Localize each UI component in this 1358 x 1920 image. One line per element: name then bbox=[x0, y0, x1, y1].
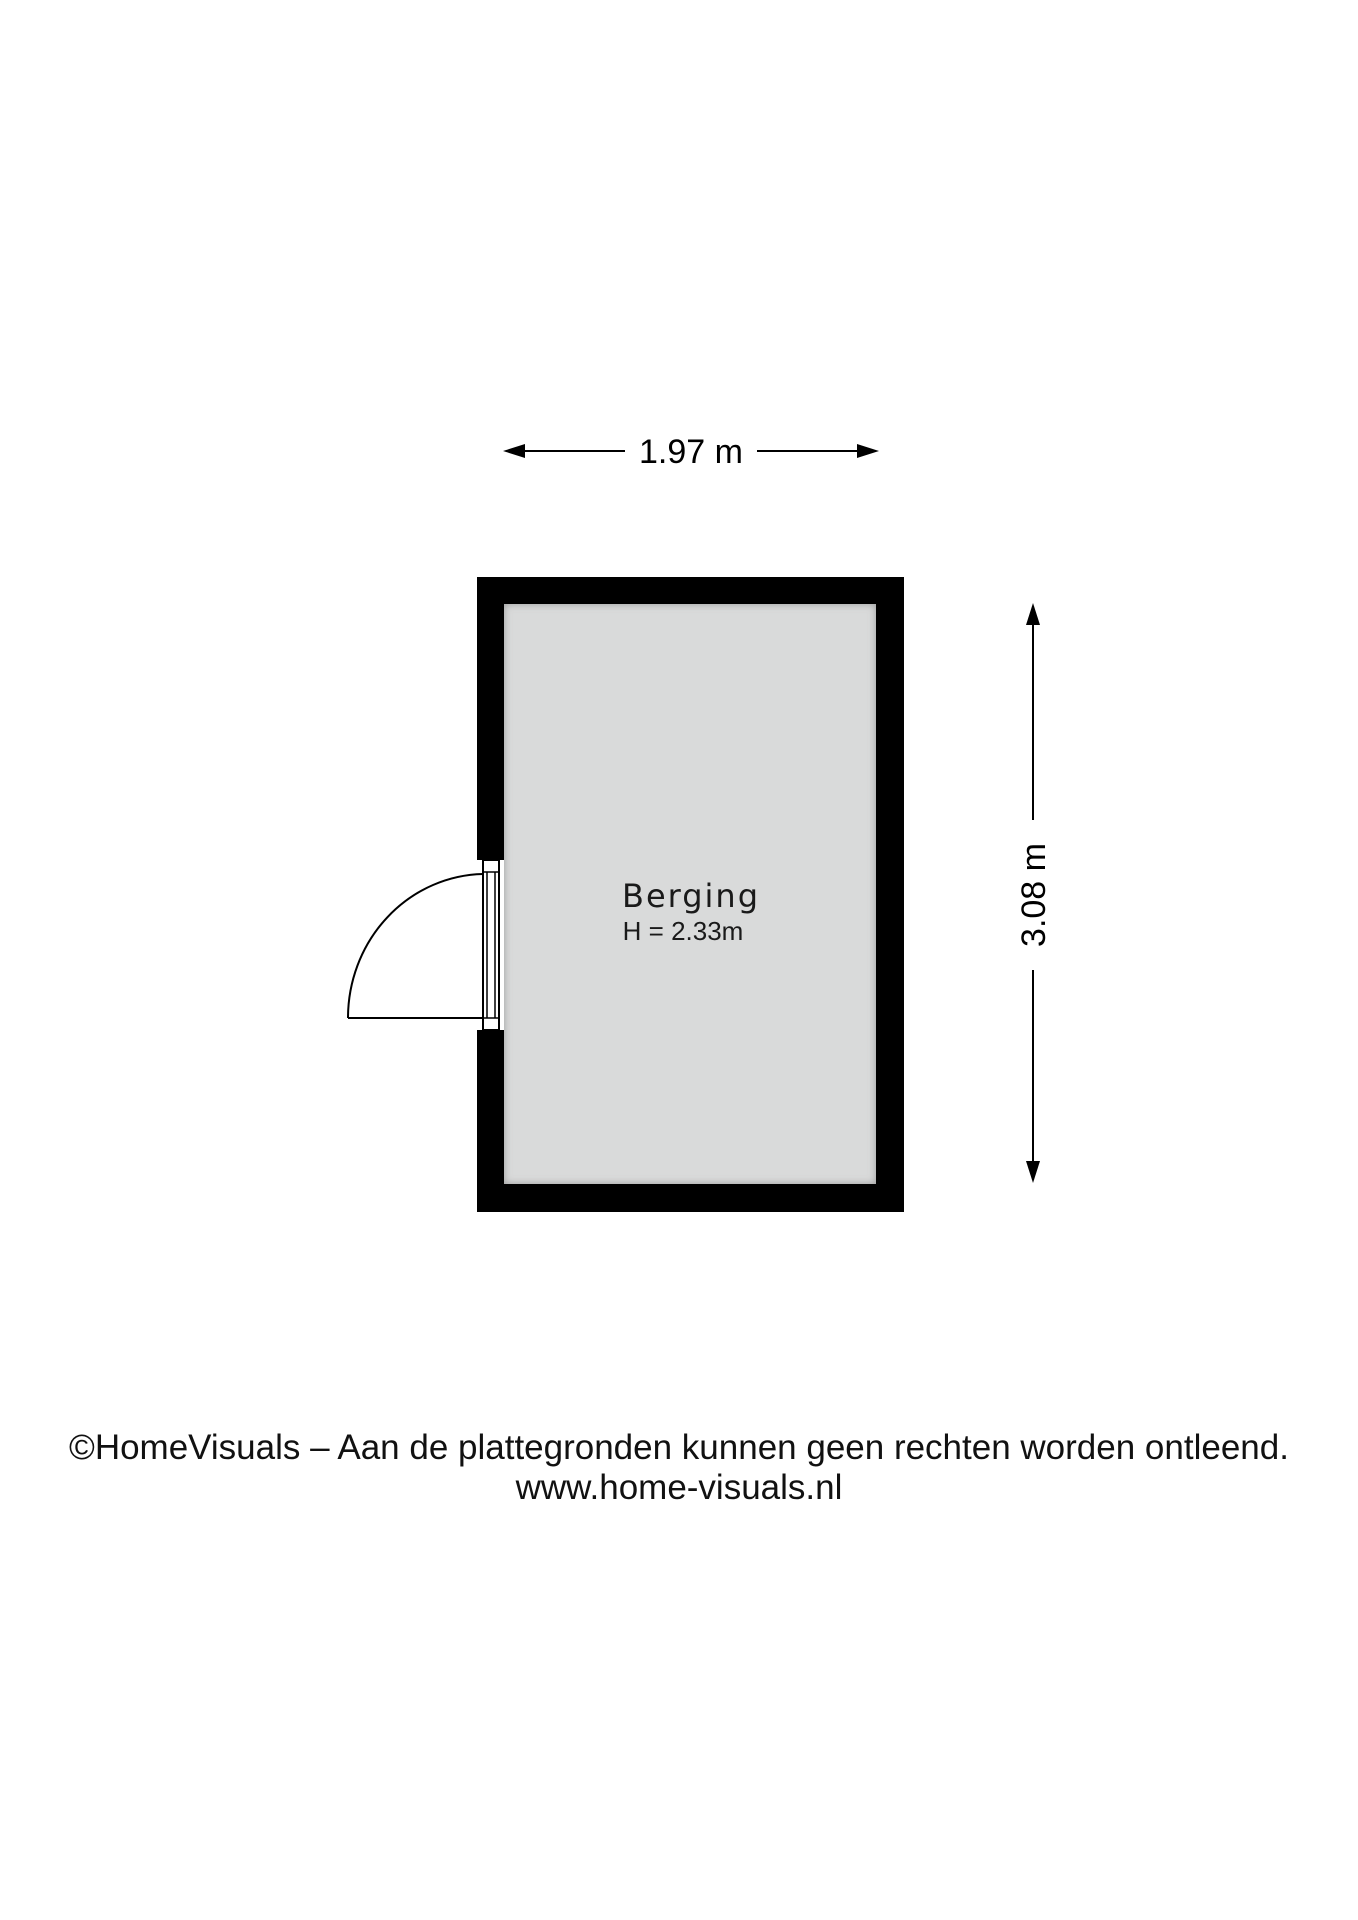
width-dimension-label: 1.97 m bbox=[639, 433, 743, 471]
footer-copyright: ©HomeVisuals – Aan de plattegronden kunn… bbox=[69, 1428, 1289, 1467]
door-frame bbox=[482, 859, 500, 1031]
arrow-up-icon bbox=[1026, 603, 1040, 625]
room-height: H = 2.33m bbox=[623, 916, 744, 946]
room-floor bbox=[504, 604, 876, 1184]
depth-dimension-label: 3.08 m bbox=[1015, 843, 1053, 947]
arrow-down-icon bbox=[1026, 1161, 1040, 1183]
arrow-right-icon bbox=[857, 444, 879, 458]
arrow-left-icon bbox=[503, 444, 525, 458]
door-swing-icon bbox=[347, 873, 484, 1019]
width-dimension: 1.97 m bbox=[503, 433, 879, 471]
depth-dimension: 3.08 m bbox=[1015, 603, 1053, 1183]
room-name: Berging bbox=[622, 877, 760, 915]
footer-website[interactable]: www.home-visuals.nl bbox=[515, 1468, 843, 1507]
